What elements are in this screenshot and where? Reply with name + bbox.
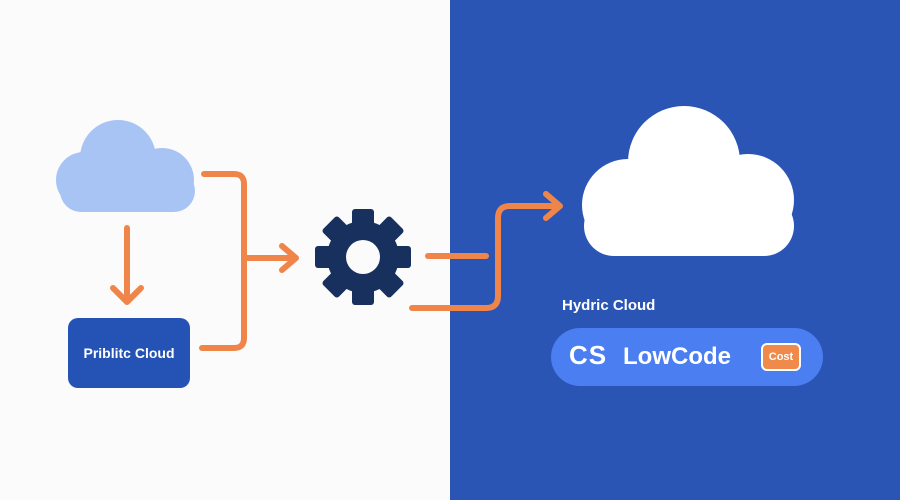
cs-label: CS	[569, 340, 608, 370]
down-arrow	[110, 225, 144, 305]
public-cloud-label: Priblitc Cloud	[83, 345, 175, 361]
output-connector	[409, 191, 563, 311]
public-cloud-box: Priblitc Cloud	[68, 318, 190, 388]
cost-badge: Cost	[761, 343, 801, 371]
source-cloud-icon	[56, 120, 195, 212]
lowcode-label: LowCode	[623, 343, 731, 370]
hybrid-cloud-label: Hydric Cloud	[562, 297, 656, 314]
gear-icon	[315, 209, 411, 305]
target-cloud-icon	[582, 106, 794, 256]
merge-connector	[199, 171, 299, 351]
lowcode-pill: CS LowCode Cost	[551, 328, 823, 386]
